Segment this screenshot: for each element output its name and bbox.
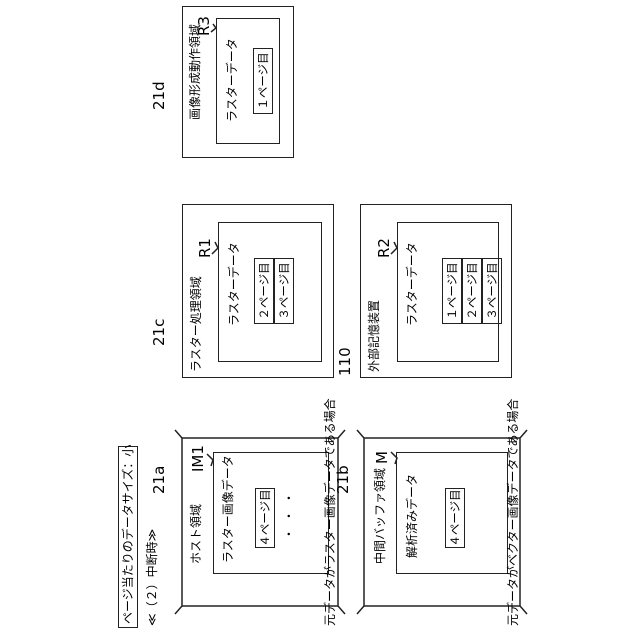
image-forming-raster-title: ラスターデータ (226, 38, 238, 122)
image-forming-page-cell: １ページ目 (253, 48, 273, 114)
